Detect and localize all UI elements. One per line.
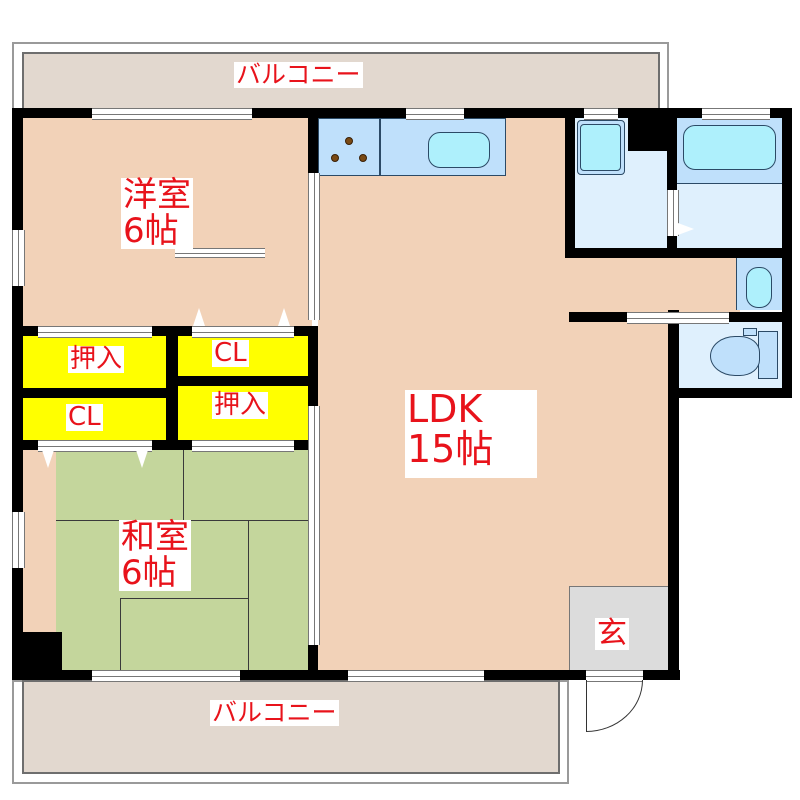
toilet-tank-icon bbox=[758, 331, 778, 379]
sliding-door[interactable] bbox=[308, 406, 320, 645]
entrance-door-swing-icon bbox=[586, 680, 643, 732]
burner-icon bbox=[359, 154, 367, 162]
balcony-top-label: バルコニー bbox=[234, 60, 363, 89]
washbasin-icon bbox=[580, 124, 621, 171]
wall bbox=[308, 326, 318, 406]
window[interactable] bbox=[12, 512, 25, 568]
wall bbox=[565, 118, 575, 258]
kitchen-sink-icon bbox=[428, 132, 490, 168]
sliding-door[interactable] bbox=[175, 248, 265, 258]
wall bbox=[565, 248, 677, 258]
burner-icon bbox=[345, 137, 353, 145]
window[interactable] bbox=[406, 108, 464, 120]
door-indicator-icon bbox=[193, 308, 205, 326]
sliding-door[interactable] bbox=[308, 173, 320, 320]
toilet-bowl-icon bbox=[710, 336, 760, 376]
wall bbox=[12, 440, 318, 450]
balcony-bottom-label: バルコニー bbox=[210, 698, 339, 727]
wall bbox=[166, 376, 308, 386]
door-indicator-icon bbox=[136, 450, 148, 468]
sliding-door[interactable] bbox=[38, 326, 152, 338]
wall bbox=[12, 670, 680, 680]
oshiire-top-label: 押入 bbox=[68, 344, 125, 374]
wall bbox=[12, 388, 166, 398]
window[interactable] bbox=[92, 670, 240, 682]
sliding-door[interactable] bbox=[192, 326, 294, 338]
cl-top-label: CL bbox=[212, 338, 249, 368]
washing-machine-pan-icon bbox=[746, 267, 772, 308]
wall bbox=[782, 108, 792, 398]
tatami-line bbox=[248, 520, 249, 670]
sliding-door[interactable] bbox=[192, 440, 294, 452]
hallway-floor bbox=[560, 255, 740, 315]
wall bbox=[308, 645, 318, 680]
door-indicator-icon bbox=[278, 308, 290, 326]
wall bbox=[668, 310, 679, 680]
wall bbox=[12, 326, 318, 336]
bathroom-door[interactable] bbox=[667, 190, 679, 236]
bathtub-icon bbox=[683, 125, 776, 170]
western-room-label: 洋室 6帖 bbox=[121, 175, 193, 251]
sliding-door[interactable] bbox=[38, 440, 152, 452]
ldk-label: LDK 15帖 bbox=[405, 389, 537, 478]
window[interactable] bbox=[348, 670, 484, 682]
tatami-line bbox=[183, 450, 184, 520]
wall bbox=[677, 248, 792, 258]
sliding-door[interactable] bbox=[627, 312, 729, 324]
door-indicator-icon bbox=[678, 223, 694, 235]
balcony-bottom bbox=[22, 680, 560, 774]
tatami-line bbox=[120, 598, 248, 599]
wall bbox=[166, 326, 178, 450]
entrance-label: 玄 bbox=[595, 616, 629, 651]
window[interactable] bbox=[702, 108, 770, 120]
window[interactable] bbox=[584, 108, 618, 120]
window[interactable] bbox=[92, 108, 252, 120]
window[interactable] bbox=[12, 230, 25, 286]
oshiire-bottom-label: 押入 bbox=[212, 390, 269, 420]
wall bbox=[308, 108, 318, 173]
toilet-lid-icon bbox=[743, 328, 757, 336]
door-indicator-icon bbox=[42, 450, 54, 468]
japanese-room-side-floor bbox=[22, 450, 58, 635]
wall bbox=[566, 108, 792, 118]
wall bbox=[668, 388, 792, 398]
cl-bottom-label: CL bbox=[66, 402, 103, 432]
japanese-room-label: 和室 6帖 bbox=[119, 517, 191, 593]
tatami-line bbox=[120, 598, 121, 670]
kitchen-stove-counter bbox=[318, 118, 380, 176]
burner-icon bbox=[331, 154, 339, 162]
wall bbox=[667, 118, 677, 258]
